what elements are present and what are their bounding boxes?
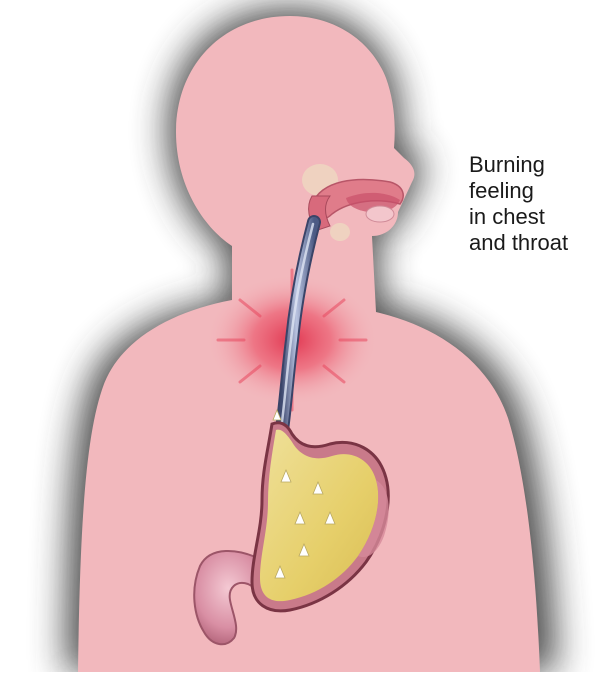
caption-line-2: feeling — [469, 178, 599, 204]
caption-line-1: Burning — [469, 152, 599, 178]
caption-line-4: and throat — [469, 230, 599, 256]
caption-line-3: in chest — [469, 204, 599, 230]
symptom-caption: Burning feeling in chest and throat — [469, 152, 599, 256]
